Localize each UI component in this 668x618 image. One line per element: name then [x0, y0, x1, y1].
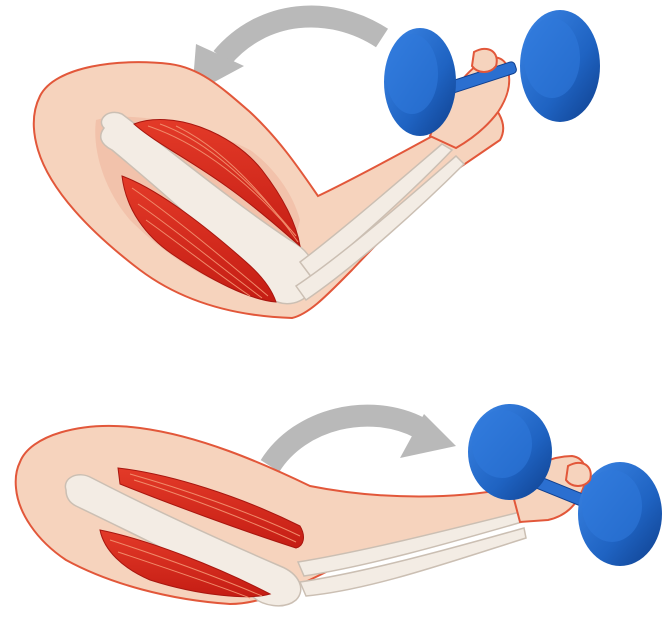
flexed-arm-panel	[34, 10, 600, 318]
curved-arrow-icon	[192, 16, 382, 94]
thumb	[566, 463, 591, 486]
thumb	[472, 49, 497, 72]
extended-arm-panel	[16, 404, 662, 606]
curved-arrow-icon	[270, 414, 456, 466]
